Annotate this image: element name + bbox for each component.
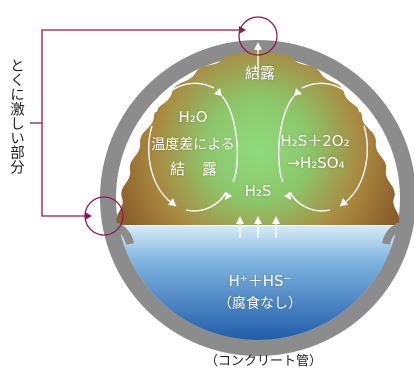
gas-release-arrowheads	[236, 42, 280, 224]
pipe-caption: （コンクリート管）	[205, 354, 323, 369]
left-loop-arrowheads	[151, 88, 232, 206]
right-loop-arrowheads	[284, 88, 365, 206]
temperature-difference-label: 温度差による	[151, 137, 235, 153]
water-ions-label: H⁺＋HS⁻	[228, 272, 292, 290]
water-vapor-label: H₂O	[178, 108, 208, 126]
highlight-connector	[30, 29, 239, 217]
no-corrosion-label: （腐食なし）	[218, 296, 302, 312]
corroded-crown-region	[116, 50, 400, 225]
critical-area-label: とくに激しい部分	[8, 58, 24, 174]
sulfuric-acid-product-label: →H₂SO₄	[287, 154, 345, 172]
gas-release-arrows	[239, 48, 277, 238]
connector-arrowheads	[85, 26, 246, 220]
waterline-notch-left	[114, 222, 134, 245]
crown-highlight-circle	[238, 16, 278, 56]
hydrogen-sulfide-label: H₂S	[244, 182, 272, 200]
crown-condensation-label: 結露	[244, 64, 275, 82]
oxidation-reactants-label: H₂S＋2O₂	[280, 132, 350, 150]
waterline-notch-right	[382, 222, 402, 245]
condensation-label: 結 露	[169, 160, 218, 178]
left-circulation-loop	[148, 82, 239, 212]
